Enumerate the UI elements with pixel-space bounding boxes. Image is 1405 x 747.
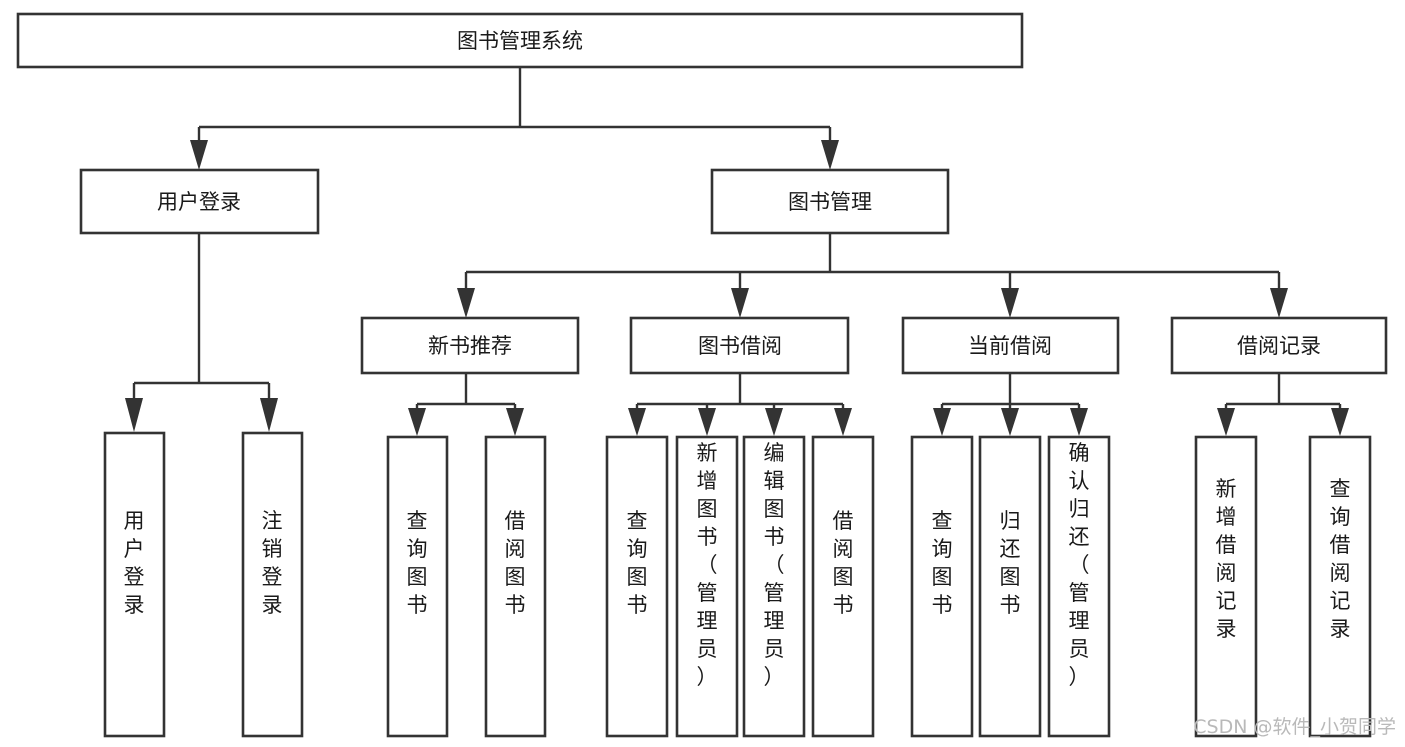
node-box-leaf-search-book-current[interactable] bbox=[910, 435, 974, 738]
node-leaf-user-login[interactable]: 用户登录 bbox=[103, 431, 166, 738]
node-label-leaf-logout: 注销登录 bbox=[262, 509, 283, 617]
arrow-head-new-book-recommend bbox=[457, 288, 475, 318]
arrow-head-leaf-book-borrow-3 bbox=[834, 408, 852, 436]
node-book-management[interactable]: 图书管理 bbox=[710, 168, 950, 235]
node-label-leaf-user-login: 用户登录 bbox=[124, 509, 145, 617]
node-box-leaf-add-borrow-record[interactable] bbox=[1194, 435, 1258, 738]
node-box-current-borrow[interactable] bbox=[901, 316, 1120, 375]
node-box-leaf-confirm-return-admin[interactable] bbox=[1047, 435, 1111, 738]
node-label-current-borrow: 当前借阅 bbox=[968, 334, 1052, 358]
node-label-root: 图书管理系统 bbox=[457, 29, 583, 53]
node-label-leaf-search-book-current: 查询图书 bbox=[932, 509, 953, 617]
arrow-head-leaf-new-book-0 bbox=[408, 408, 426, 436]
node-leaf-confirm-return-admin[interactable]: 确认归还（管理员） bbox=[1047, 435, 1111, 738]
node-label-leaf-edit-book-admin: 编辑图书（管理员） bbox=[764, 441, 785, 689]
node-box-leaf-search-borrow-record[interactable] bbox=[1308, 435, 1372, 738]
connector-group-user-login bbox=[125, 233, 278, 432]
arrow-head-leaf-book-borrow-2 bbox=[765, 408, 783, 436]
node-box-leaf-borrow-book[interactable] bbox=[811, 435, 875, 738]
node-label-user-login: 用户登录 bbox=[157, 190, 241, 214]
node-leaf-edit-book-admin[interactable]: 编辑图书（管理员） bbox=[742, 435, 806, 738]
node-root-book-management-system[interactable]: 图书管理系统 bbox=[16, 12, 1024, 69]
node-label-leaf-search-book-recommend: 查询图书 bbox=[407, 509, 428, 617]
node-label-book-borrow: 图书借阅 bbox=[698, 334, 782, 358]
node-leaf-add-book-admin[interactable]: 新增图书（管理员） bbox=[675, 435, 739, 738]
node-label-leaf-borrow-book: 借阅图书 bbox=[833, 509, 854, 617]
connector-group-new-book-recommend bbox=[408, 373, 524, 436]
node-box-leaf-logout[interactable] bbox=[241, 431, 304, 738]
node-box-leaf-search-book-recommend[interactable] bbox=[386, 435, 449, 738]
node-label-new-book-recommend: 新书推荐 bbox=[428, 334, 512, 358]
node-box-book-borrow[interactable] bbox=[629, 316, 850, 375]
node-box-book-management[interactable] bbox=[710, 168, 950, 235]
node-label-leaf-add-borrow-record: 新增借阅记录 bbox=[1216, 477, 1237, 641]
arrow-head-leaf-user-login-1 bbox=[260, 398, 278, 432]
watermark-label: CSDN @软件_小贺同学 bbox=[1193, 716, 1396, 738]
node-leaf-return-book[interactable]: 归还图书 bbox=[978, 435, 1042, 738]
arrow-head-leaf-current-borrow-1 bbox=[1001, 408, 1019, 436]
connector-group-borrow-record bbox=[1217, 373, 1349, 436]
arrow-head-book-mgmt bbox=[821, 140, 839, 170]
node-label-leaf-search-book-borrow: 查询图书 bbox=[627, 509, 648, 617]
arrow-head-borrow-record bbox=[1270, 288, 1288, 318]
node-book-borrow[interactable]: 图书借阅 bbox=[629, 316, 850, 375]
node-leaf-search-book-current[interactable]: 查询图书 bbox=[910, 435, 974, 738]
arrow-head-leaf-user-login-0 bbox=[125, 398, 143, 432]
arrow-head-leaf-book-borrow-0 bbox=[628, 408, 646, 436]
connector-group-book-borrow bbox=[628, 373, 852, 436]
node-box-leaf-borrow-book-recommend[interactable] bbox=[484, 435, 547, 738]
node-label-book-management: 图书管理 bbox=[788, 190, 872, 214]
node-box-leaf-edit-book-admin[interactable] bbox=[742, 435, 806, 738]
node-box-borrow-record[interactable] bbox=[1170, 316, 1388, 375]
node-leaf-borrow-book[interactable]: 借阅图书 bbox=[811, 435, 875, 738]
node-box-leaf-search-book-borrow[interactable] bbox=[605, 435, 669, 738]
node-leaf-search-book-borrow[interactable]: 查询图书 bbox=[605, 435, 669, 738]
node-box-leaf-return-book[interactable] bbox=[978, 435, 1042, 738]
node-label-leaf-confirm-return-admin: 确认归还（管理员） bbox=[1069, 441, 1090, 689]
node-label-leaf-borrow-book-recommend: 借阅图书 bbox=[505, 509, 526, 617]
node-box-root[interactable] bbox=[16, 12, 1024, 69]
arrow-head-leaf-new-book-1 bbox=[506, 408, 524, 436]
node-box-new-book-recommend[interactable] bbox=[360, 316, 580, 375]
node-new-book-recommend[interactable]: 新书推荐 bbox=[360, 316, 580, 375]
node-leaf-add-borrow-record[interactable]: 新增借阅记录 bbox=[1194, 435, 1258, 738]
node-user-login[interactable]: 用户登录 bbox=[79, 168, 320, 235]
node-label-leaf-add-book-admin: 新增图书（管理员） bbox=[697, 441, 718, 689]
arrow-head-leaf-book-borrow-1 bbox=[698, 408, 716, 436]
node-box-user-login[interactable] bbox=[79, 168, 320, 235]
node-label-leaf-return-book: 归还图书 bbox=[1000, 509, 1021, 617]
arrow-head-leaf-borrow-record-1 bbox=[1331, 408, 1349, 436]
node-borrow-record[interactable]: 借阅记录 bbox=[1170, 316, 1388, 375]
arrow-head-leaf-current-borrow-2 bbox=[1070, 408, 1088, 436]
connector-group-root bbox=[190, 67, 839, 170]
node-box-leaf-user-login[interactable] bbox=[103, 431, 166, 738]
node-box-leaf-add-book-admin[interactable] bbox=[675, 435, 739, 738]
node-current-borrow[interactable]: 当前借阅 bbox=[901, 316, 1120, 375]
connector-group-book-mgmt bbox=[457, 233, 1288, 318]
node-leaf-logout[interactable]: 注销登录 bbox=[241, 431, 304, 738]
node-label-leaf-search-borrow-record: 查询借阅记录 bbox=[1330, 477, 1351, 641]
arrow-head-book-borrow bbox=[731, 288, 749, 318]
node-leaf-borrow-book-recommend[interactable]: 借阅图书 bbox=[484, 435, 547, 738]
node-leaf-search-borrow-record[interactable]: 查询借阅记录 bbox=[1308, 435, 1372, 738]
connector-group-current-borrow bbox=[933, 373, 1088, 436]
node-label-borrow-record: 借阅记录 bbox=[1237, 334, 1321, 358]
arrow-head-leaf-borrow-record-0 bbox=[1217, 408, 1235, 436]
arrow-head-current-borrow bbox=[1001, 288, 1019, 318]
node-leaf-search-book-recommend[interactable]: 查询图书 bbox=[386, 435, 449, 738]
arrow-head-user-login bbox=[190, 140, 208, 170]
arrow-head-leaf-current-borrow-0 bbox=[933, 408, 951, 436]
